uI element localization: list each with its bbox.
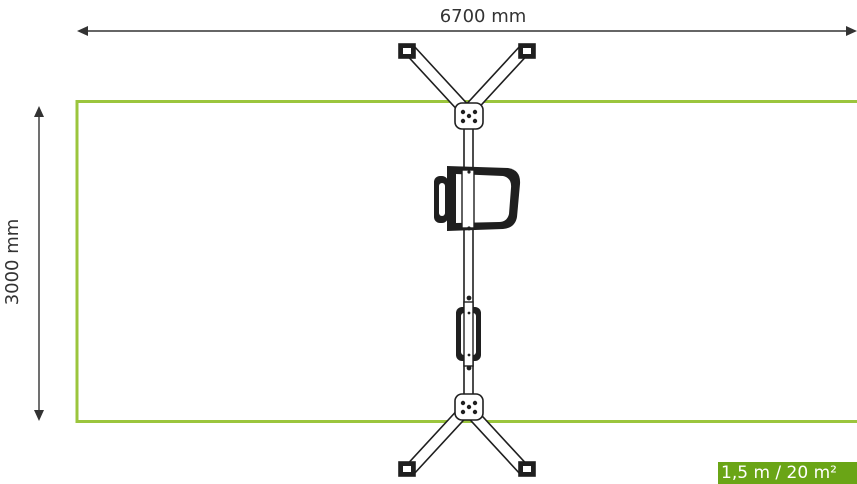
flat-seat-icon: [456, 301, 481, 367]
swing-frame-icon: [398, 43, 536, 477]
height-label: 3000 mm: [2, 219, 23, 306]
basket-seat-icon: [434, 166, 521, 231]
width-dimension: [77, 26, 857, 36]
height-dimension: [34, 106, 44, 421]
width-label: 6700 mm: [440, 6, 527, 27]
fall-height-badge: 1,5 m / 20 m²: [718, 462, 857, 484]
